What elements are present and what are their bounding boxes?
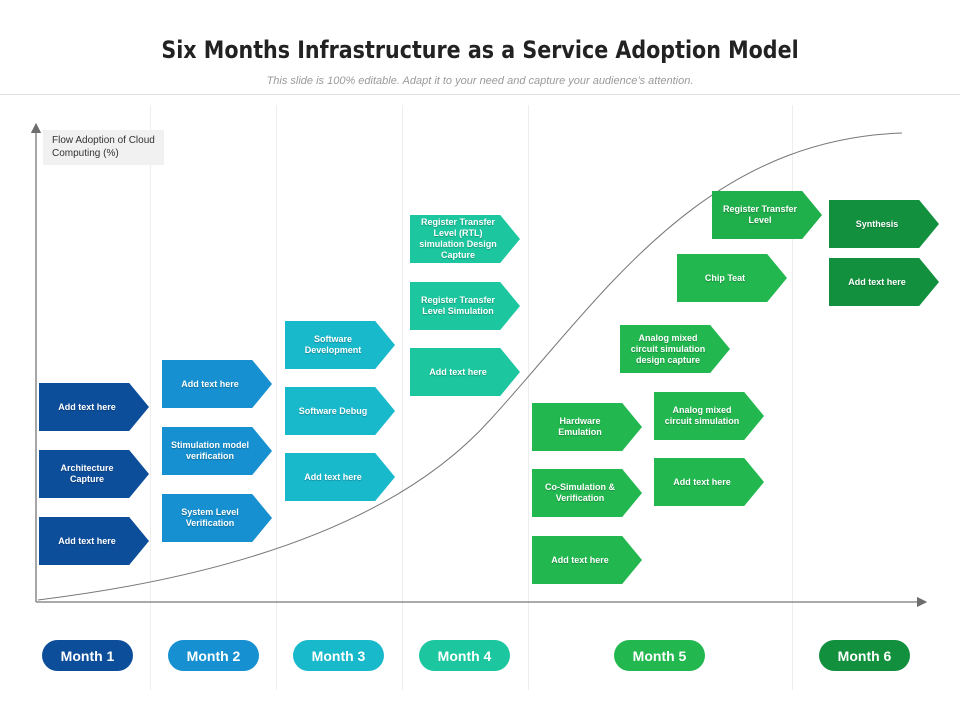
- step-register-transfer-level[interactable]: Register Transfer Level: [712, 191, 822, 239]
- column-divider: [276, 105, 277, 690]
- step-architecture-capture[interactable]: Architecture Capture: [39, 450, 149, 498]
- step-month1-add-text-2[interactable]: Add text here: [39, 517, 149, 565]
- column-divider: [150, 105, 151, 690]
- page-title: Six Months Infrastructure as a Service A…: [161, 36, 799, 64]
- column-divider: [402, 105, 403, 690]
- column-divider: [528, 105, 529, 690]
- step-analog-mixed-design-capture[interactable]: Analog mixed circuit simulation design c…: [620, 325, 730, 373]
- step-co-simulation-verification[interactable]: Co-Simulation & Verification: [532, 469, 642, 517]
- step-month1-add-text-1[interactable]: Add text here: [39, 383, 149, 431]
- month-6-pill[interactable]: Month 6: [819, 640, 910, 671]
- step-month5-add-text-2[interactable]: Add text here: [654, 458, 764, 506]
- header-divider: [0, 94, 960, 95]
- step-month6-add-text[interactable]: Add text here: [829, 258, 939, 306]
- month-2-pill[interactable]: Month 2: [168, 640, 259, 671]
- step-software-development[interactable]: Software Development: [285, 321, 395, 369]
- step-month4-add-text[interactable]: Add text here: [410, 348, 520, 396]
- month-1-pill[interactable]: Month 1: [42, 640, 133, 671]
- step-system-level-verification[interactable]: System Level Verification: [162, 494, 272, 542]
- step-synthesis[interactable]: Synthesis: [829, 200, 939, 248]
- step-stimulation-model-verification[interactable]: Stimulation model verification: [162, 427, 272, 475]
- page-subtitle: This slide is 100% editable. Adapt it to…: [266, 75, 694, 87]
- step-register-transfer-level-simulation[interactable]: Register Transfer Level Simulation: [410, 282, 520, 330]
- month-4-pill[interactable]: Month 4: [419, 640, 510, 671]
- column-divider: [792, 105, 793, 690]
- step-month2-add-text[interactable]: Add text here: [162, 360, 272, 408]
- step-analog-mixed-circuit-simulation[interactable]: Analog mixed circuit simulation: [654, 392, 764, 440]
- step-chip-teat[interactable]: Chip Teat: [677, 254, 787, 302]
- step-month3-add-text[interactable]: Add text here: [285, 453, 395, 501]
- month-5-pill[interactable]: Month 5: [614, 640, 705, 671]
- step-rtl-simulation-design-capture[interactable]: Register Transfer Level (RTL) simulation…: [410, 215, 520, 263]
- step-month5-add-text-1[interactable]: Add text here: [532, 536, 642, 584]
- adoption-curve: [37, 132, 903, 601]
- step-software-debug[interactable]: Software Debug: [285, 387, 395, 435]
- step-hardware-emulation[interactable]: Hardware Emulation: [532, 403, 642, 451]
- month-3-pill[interactable]: Month 3: [293, 640, 384, 671]
- y-axis-label: Flow Adoption of Cloud Computing (%): [43, 130, 164, 165]
